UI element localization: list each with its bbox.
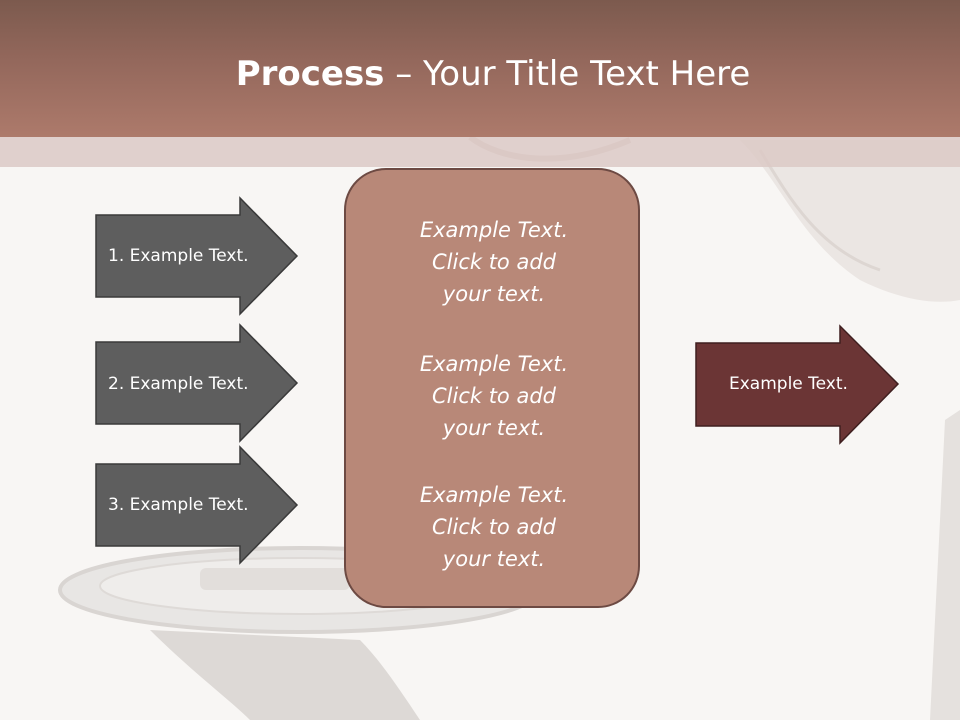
header-band — [0, 137, 960, 167]
center-text-box[interactable]: Example Text. Click to add your text. Ex… — [344, 168, 640, 608]
text-block-3[interactable]: Example Text. Click to add your text. — [346, 479, 642, 575]
text-line: your text. — [442, 547, 546, 571]
text-block-2[interactable]: Example Text. Click to add your text. — [346, 348, 642, 444]
arrow-label-1: 1. Example Text. — [108, 246, 249, 266]
right-arrow-label: Example Text. — [729, 374, 848, 394]
title-bar — [0, 0, 960, 137]
text-line: Example Text. — [419, 352, 569, 376]
hand-shape — [150, 630, 420, 720]
arrow-label-2: 2. Example Text. — [108, 374, 249, 394]
text-line: Example Text. — [419, 218, 569, 242]
tray-dish — [200, 568, 350, 590]
text-line: your text. — [442, 416, 546, 440]
text-line: Click to add — [431, 384, 556, 408]
sleeve-shape — [740, 140, 960, 302]
sleeve-fold — [758, 149, 881, 272]
text-block-1[interactable]: Example Text. Click to add your text. — [346, 214, 642, 310]
arrow-shape-3[interactable] — [95, 445, 299, 565]
text-line: your text. — [442, 282, 546, 306]
title-rest: – Your Title Text Here — [384, 54, 751, 94]
slide-title[interactable]: Process – Your Title Text Here — [0, 52, 960, 96]
text-line: Click to add — [431, 515, 556, 539]
text-line: Example Text. — [419, 483, 569, 507]
title-bold: Process — [235, 54, 385, 94]
arrow-label-3: 3. Example Text. — [108, 495, 249, 515]
text-line: Click to add — [431, 250, 556, 274]
arrow-shape-2[interactable] — [95, 323, 299, 443]
arrow-shape-right[interactable] — [695, 324, 900, 445]
jacket-edge — [930, 410, 960, 720]
arrow-shape-1[interactable] — [95, 196, 299, 316]
